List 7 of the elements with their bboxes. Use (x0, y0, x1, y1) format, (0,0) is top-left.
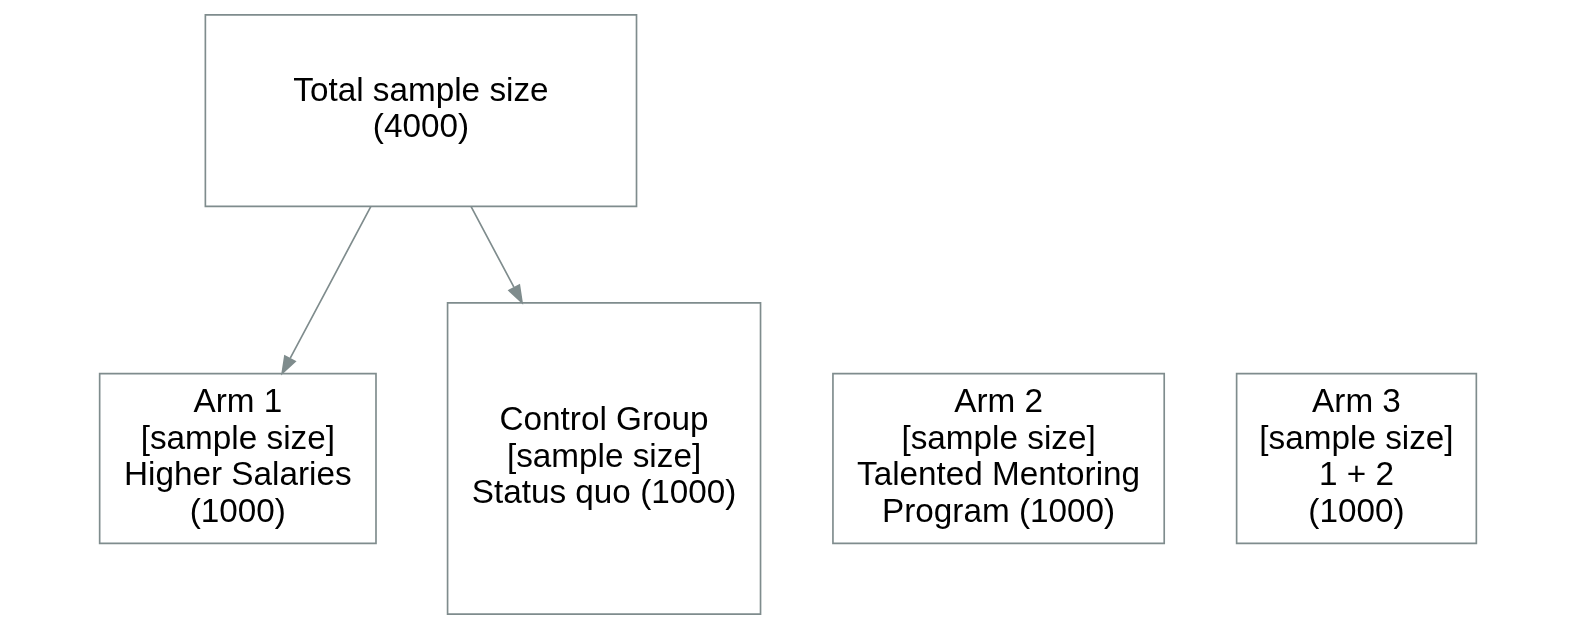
node-box: Arm 1 [sample size] Higher Salaries (1000) (98, 372, 377, 545)
node-box: Arm 2 [sample size] Talented Mentoring Program (1000) (832, 372, 1166, 545)
arrow (470, 205, 524, 305)
arrow (281, 205, 372, 376)
node-box: Total sample size (4000) (204, 14, 638, 208)
node-box: Control Group [sample size] Status quo (1000) (446, 302, 762, 615)
node-box: Arm 3 [sample size] 1 + 2 (1000) (1235, 372, 1478, 545)
